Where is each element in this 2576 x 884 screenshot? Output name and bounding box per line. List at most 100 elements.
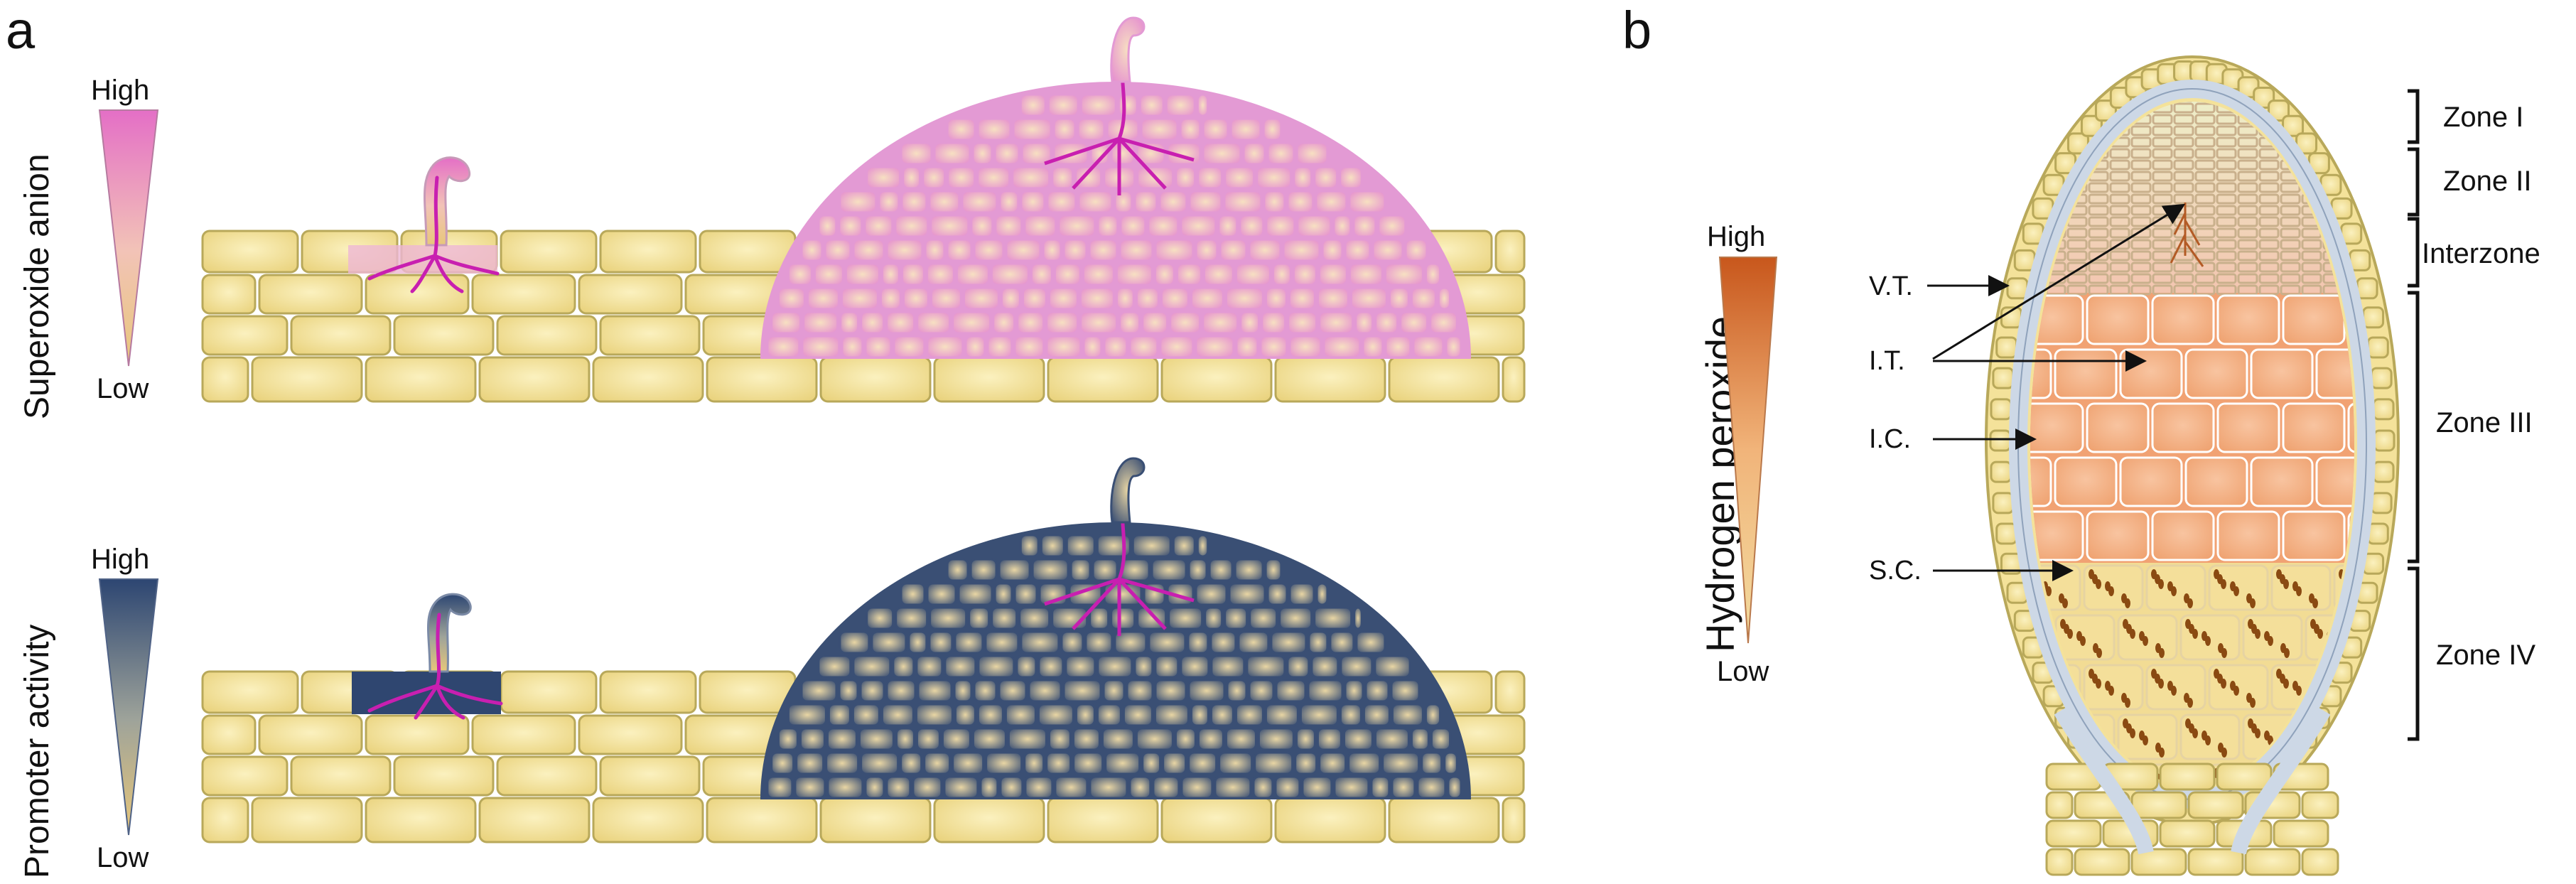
meristem-cell	[2130, 216, 2152, 227]
nodule-cell	[1150, 558, 1187, 582]
infected-cell	[2282, 510, 2346, 561]
nodule-cell	[993, 141, 1020, 166]
nodule-cell	[801, 335, 841, 359]
nodule-cell	[926, 582, 957, 606]
meristem-cell	[2152, 114, 2173, 125]
meristem-cell	[2130, 125, 2152, 136]
meristem-cell	[2344, 159, 2354, 171]
nodule-cell	[1421, 751, 1443, 775]
promoter-scale-title: Promoter activity	[18, 625, 56, 878]
nodule-cell	[1288, 335, 1322, 359]
nodule-cell	[1429, 311, 1458, 335]
meristem-cell	[2173, 125, 2194, 136]
meristem-cell	[2322, 102, 2344, 114]
meristem-cell	[2216, 262, 2237, 273]
root-cell	[500, 230, 598, 274]
nodule-cell	[1057, 214, 1096, 238]
bacteroid-dot	[2205, 735, 2211, 745]
meristem-cell	[2216, 148, 2237, 159]
meristem-cell	[2324, 92, 2342, 101]
nodule-cell	[1065, 654, 1096, 679]
nodule-cell	[777, 286, 806, 311]
meristem-cell	[2152, 227, 2173, 239]
nodule-cell	[1308, 630, 1329, 654]
nodule-cell	[1224, 166, 1256, 190]
nodule-cell	[1147, 214, 1180, 238]
nodule-cell	[1316, 727, 1342, 751]
meristem-cell	[2280, 262, 2301, 273]
bacteroid-dot	[2030, 768, 2032, 778]
nodule-cell	[971, 727, 1007, 751]
meristem-cell	[2030, 114, 2045, 125]
nodule-cell	[976, 166, 1011, 190]
nodule-cell	[1265, 214, 1296, 238]
infected-cell	[2347, 402, 2354, 453]
base-cell	[2159, 762, 2216, 791]
nodule-cell	[994, 214, 1023, 238]
nodule-cell	[926, 335, 964, 359]
root-cell	[1160, 356, 1273, 403]
meristem-cell	[2216, 216, 2237, 227]
bacteroid-dot	[2255, 728, 2260, 738]
nodule-cell	[1047, 286, 1079, 311]
infected-cell	[2119, 348, 2183, 399]
nodule-cell	[1202, 262, 1234, 286]
meristem-cell	[2109, 227, 2130, 239]
meristem-cell	[2194, 205, 2216, 216]
meristem-cell	[2109, 148, 2130, 159]
nodule-cell	[1038, 654, 1065, 679]
nodule-cell	[954, 703, 976, 727]
nodule-cell	[1045, 311, 1079, 335]
nodule-cell	[1138, 93, 1165, 117]
bacteroid-dot	[2233, 686, 2239, 696]
meristem-cell	[2152, 239, 2173, 250]
nodule-cell	[1197, 727, 1224, 751]
root-cell	[592, 356, 704, 403]
nodule-cell	[1131, 534, 1172, 558]
nodule-cell	[952, 751, 985, 775]
cortex-cell	[2362, 306, 2385, 329]
nodule-cell	[933, 141, 971, 166]
nodule-infection-thread	[1044, 53, 1195, 195]
root-cell	[201, 274, 257, 315]
meristem-cell	[2258, 182, 2280, 193]
bacteroid-dot	[2171, 586, 2177, 596]
nodule-cell	[1249, 606, 1278, 630]
meristem-cell	[2237, 284, 2258, 296]
meristem-cell	[2280, 284, 2301, 296]
nodule-cell	[1051, 166, 1074, 190]
meristem-cell	[2130, 159, 2152, 171]
zone-ii-label: Zone II	[2443, 166, 2532, 197]
nodule-cell	[1096, 214, 1119, 238]
meristem-cell	[2344, 148, 2354, 159]
nodule-cell	[858, 727, 895, 751]
nodule-cell	[1019, 93, 1047, 117]
bacteroid-dot	[2187, 598, 2193, 608]
meristem-cell	[2237, 262, 2258, 273]
nodule-cell	[1114, 630, 1148, 654]
nodule-cell	[1190, 703, 1209, 727]
nodule-cell	[838, 214, 863, 238]
nodule-cell	[1158, 190, 1188, 214]
promoter-gradient-wedge	[98, 578, 159, 836]
meristem-cell	[2152, 250, 2173, 262]
nodule-cell	[1318, 311, 1354, 335]
superoxide-scale-high: High	[91, 75, 149, 106]
nodule-cell	[839, 190, 878, 214]
nodule-cell	[1278, 606, 1313, 630]
nodule-cell	[1135, 286, 1160, 311]
root-cell	[496, 755, 598, 797]
root-cell	[699, 230, 797, 274]
bacteroid-dot	[2096, 679, 2101, 689]
nodule-cell	[1072, 751, 1104, 775]
root-cell	[478, 356, 591, 403]
meristem-cell	[2322, 125, 2344, 136]
nodule-cell	[1437, 286, 1452, 311]
meristem-cell	[2237, 171, 2258, 182]
meristem-cell	[2194, 182, 2216, 193]
meristem-cell	[2194, 159, 2216, 171]
nodule-annotations: V.T. I.T. I.C. S.C.	[1869, 203, 2186, 586]
cortex-cell	[2370, 367, 2393, 389]
root-hair-top	[348, 156, 500, 293]
meristem-cell	[2237, 216, 2258, 227]
